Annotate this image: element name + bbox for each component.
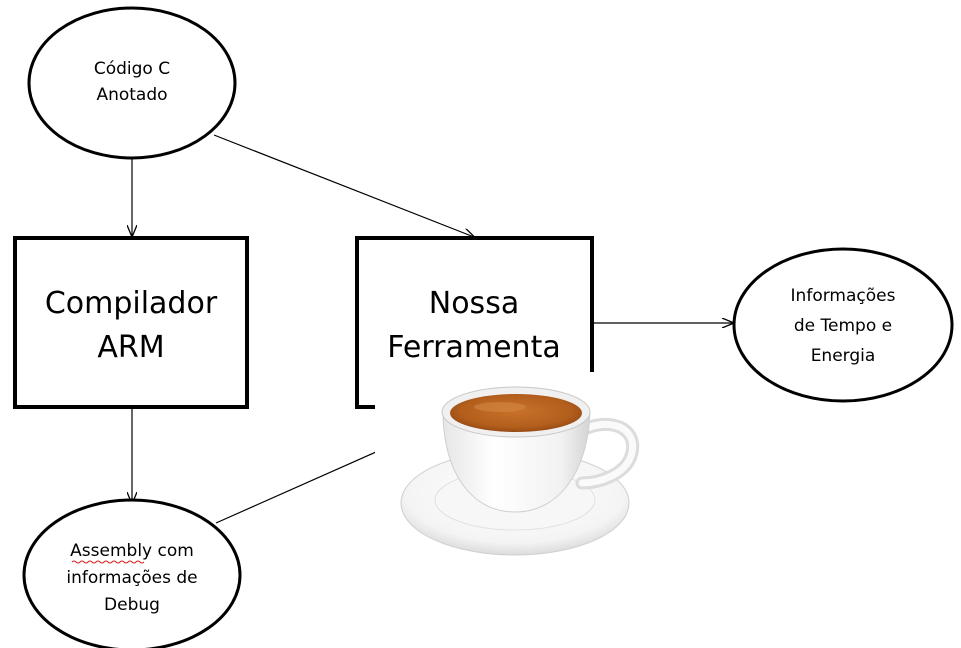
node-tool-line-2: Ferramenta [387, 330, 560, 365]
node-assembly-line-3: Debug [104, 595, 160, 615]
node-compiler-line-2: ARM [97, 330, 164, 365]
node-tool-line-1: Nossa [429, 286, 519, 321]
node-arm-compiler: Compilador ARM [13, 236, 249, 409]
node-output-line-1: Informações [791, 286, 896, 306]
teacup-image [375, 372, 660, 590]
node-annotated-c-source: Código C Anotado [27, 6, 237, 160]
edge-assembly-to-tool [215, 447, 386, 524]
node-output-line-3: Energia [811, 346, 876, 366]
edge-source-to-tool [213, 134, 474, 237]
node-assembly-line-2: informações de [66, 568, 197, 588]
node-source-line-1: Código C [94, 59, 170, 79]
node-output-line-2: de Tempo e [794, 316, 892, 336]
spellcheck-underline [71, 560, 145, 564]
node-source-line-2: Anotado [96, 85, 167, 105]
node-assembly-debug: Assembly com informações de Debug [22, 498, 242, 648]
node-compiler-line-1: Compilador [45, 286, 218, 321]
node-assembly-line-1: Assembly com [70, 541, 194, 561]
node-time-energy-info: Informações de Tempo e Energia [732, 247, 954, 403]
